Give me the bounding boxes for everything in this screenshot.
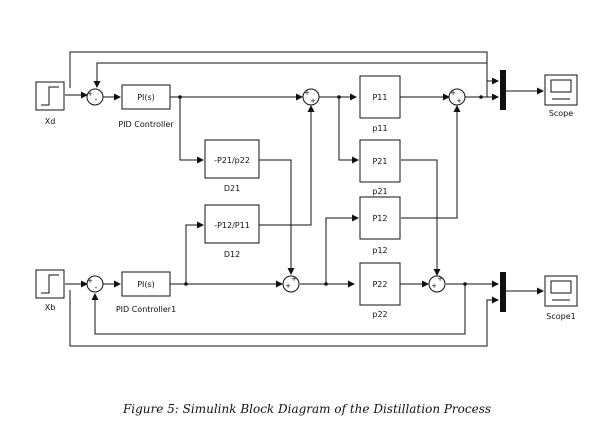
pid-controller-label: PID Controller xyxy=(118,120,174,129)
sum-junction-top-left[interactable]: + - xyxy=(86,88,104,106)
pid-controller1-label: PID Controller1 xyxy=(116,305,176,314)
plant-p22-label: p22 xyxy=(372,310,387,319)
sum-junction-top-right[interactable]: + + xyxy=(448,88,466,106)
mux-bar-bottom[interactable] xyxy=(500,272,506,312)
plant-p21-label: p21 xyxy=(372,187,387,196)
pid-controller1-block[interactable]: PI(s) xyxy=(121,271,171,297)
junction-dots xyxy=(178,95,483,286)
plant-p22-block[interactable]: P22 xyxy=(359,262,401,306)
sum-sign-plus: + xyxy=(450,89,456,97)
sum-junction-bottom-left[interactable]: + - xyxy=(86,275,104,293)
sum-sign-plus: + xyxy=(87,90,93,98)
decoupler-d12-text: -P12/P11 xyxy=(214,221,250,230)
sum-sign-plus: + xyxy=(304,89,310,97)
plant-p21-text: P21 xyxy=(372,157,387,166)
sum-sign-plus: + xyxy=(310,97,316,105)
sum-sign-minus: - xyxy=(95,95,98,104)
plant-p12-text: P12 xyxy=(372,214,387,223)
sum-sign-plus: + xyxy=(437,275,443,283)
sum-junction-bottom-mid[interactable]: + + xyxy=(282,275,300,293)
decoupler-d12-label: D12 xyxy=(224,250,240,259)
scope1-block[interactable] xyxy=(544,275,578,307)
pid-controller-block[interactable]: PI(s) xyxy=(121,84,171,110)
step-source-xb[interactable] xyxy=(35,269,65,299)
scope1-label: Scope1 xyxy=(546,312,575,321)
decoupler-d12-block[interactable]: -P12/P11 xyxy=(204,204,260,244)
sum-sign-minus: - xyxy=(95,283,98,292)
sum-junction-top-mid[interactable]: + + xyxy=(302,88,320,106)
plant-p11-block[interactable]: P11 xyxy=(359,75,401,119)
sum-junction-bottom-right[interactable]: + + xyxy=(428,275,446,293)
decoupler-d21-text: -P21/p22 xyxy=(214,156,250,165)
plant-p21-block[interactable]: P21 xyxy=(359,139,401,183)
mux-bar-top[interactable] xyxy=(500,70,506,110)
signal-wires xyxy=(65,51,544,347)
sum-sign-plus: + xyxy=(87,277,93,285)
xd-label: Xd xyxy=(45,117,56,126)
decoupler-d21-label: D21 xyxy=(224,184,240,193)
scope-block[interactable] xyxy=(544,74,578,106)
sum-sign-plus: + xyxy=(431,282,437,290)
pid-controller1-text: PI(s) xyxy=(137,280,155,289)
plant-p12-label: p12 xyxy=(372,246,387,255)
sum-sign-plus: + xyxy=(456,97,462,105)
sum-sign-plus: + xyxy=(291,275,297,283)
step-source-xd[interactable] xyxy=(35,81,65,111)
xb-label: Xb xyxy=(45,303,56,312)
sum-sign-plus: + xyxy=(285,282,291,290)
scope-label: Scope xyxy=(549,109,573,118)
pid-controller-text: PI(s) xyxy=(137,93,155,102)
figure-caption: Figure 5: Simulink Block Diagram of the … xyxy=(122,402,492,416)
decoupler-d21-block[interactable]: -P21/p22 xyxy=(204,139,260,179)
plant-p11-text: P11 xyxy=(372,93,387,102)
plant-p11-label: p11 xyxy=(372,124,387,133)
plant-p22-text: P22 xyxy=(372,280,387,289)
plant-p12-block[interactable]: P12 xyxy=(359,196,401,240)
